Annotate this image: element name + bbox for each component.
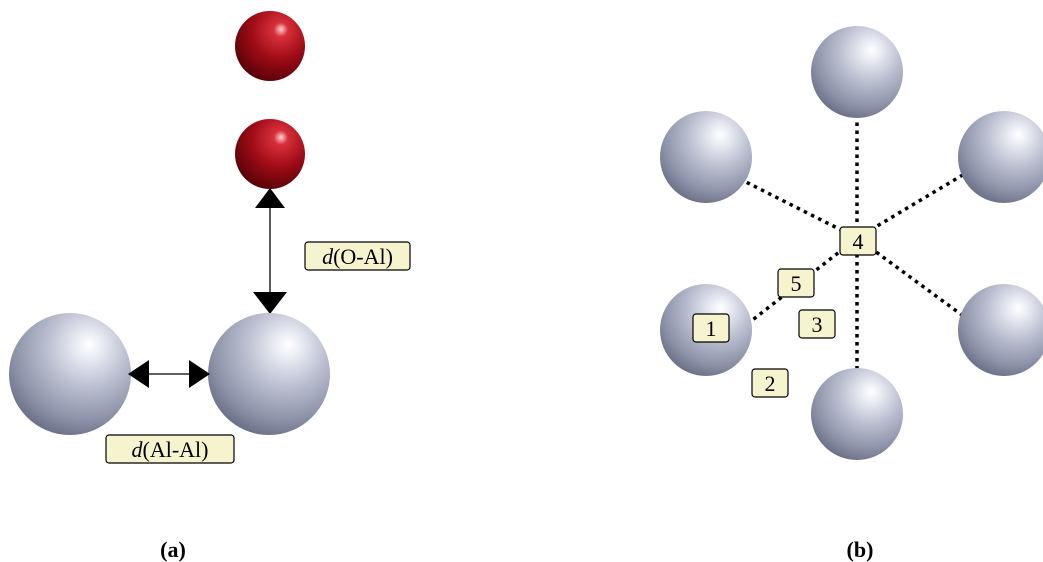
svg-text:5: 5 xyxy=(791,271,802,296)
svg-text:d(O-Al): d(O-Al) xyxy=(322,244,393,269)
label-d-o-al: d(O-Al) xyxy=(304,241,411,271)
al-al-distance-arrow xyxy=(128,360,210,388)
aluminum-atom-bottom xyxy=(811,368,903,460)
bond-lower-right xyxy=(855,236,968,320)
oxygen-atom-lower xyxy=(235,119,305,189)
oxygen-atom-top xyxy=(235,11,305,81)
o-al-distance-arrow xyxy=(253,188,287,314)
site-label-1: 1 xyxy=(692,313,730,343)
aluminum-atom-upper-left xyxy=(660,111,752,203)
aluminum-atom-lower-right xyxy=(958,284,1043,376)
panel-a: d(O-Al) d(Al-Al) (a) xyxy=(9,11,411,562)
panel-b: 1 2 3 4 5 (b) xyxy=(660,26,1043,562)
caption-a: (a) xyxy=(160,537,186,562)
arrowhead-left-icon xyxy=(128,360,149,388)
aluminum-atom-top xyxy=(811,26,903,118)
site-label-5: 5 xyxy=(777,268,815,298)
svg-text:1: 1 xyxy=(706,316,717,341)
aluminum-atom-upper-right xyxy=(958,111,1043,203)
bond-upper-left xyxy=(741,178,858,240)
svg-text:2: 2 xyxy=(765,371,776,396)
dotted-bonds xyxy=(741,118,968,370)
arrowhead-up-icon xyxy=(255,188,285,208)
svg-text:3: 3 xyxy=(812,312,823,337)
site-label-2: 2 xyxy=(751,368,789,398)
svg-text:4: 4 xyxy=(853,229,864,254)
bond-lower-left xyxy=(748,236,859,324)
arrowhead-right-icon xyxy=(189,360,210,388)
site-label-3: 3 xyxy=(798,309,836,339)
arrowhead-down-icon xyxy=(253,292,287,314)
bond-upper-right xyxy=(856,171,967,240)
aluminum-atom-left xyxy=(9,313,131,435)
label-d-al-al: d(Al-Al) xyxy=(105,434,235,464)
aluminum-atom-right xyxy=(208,313,330,435)
caption-b: (b) xyxy=(847,537,874,562)
svg-text:d(Al-Al): d(Al-Al) xyxy=(132,437,209,462)
site-label-4: 4 xyxy=(839,226,877,256)
